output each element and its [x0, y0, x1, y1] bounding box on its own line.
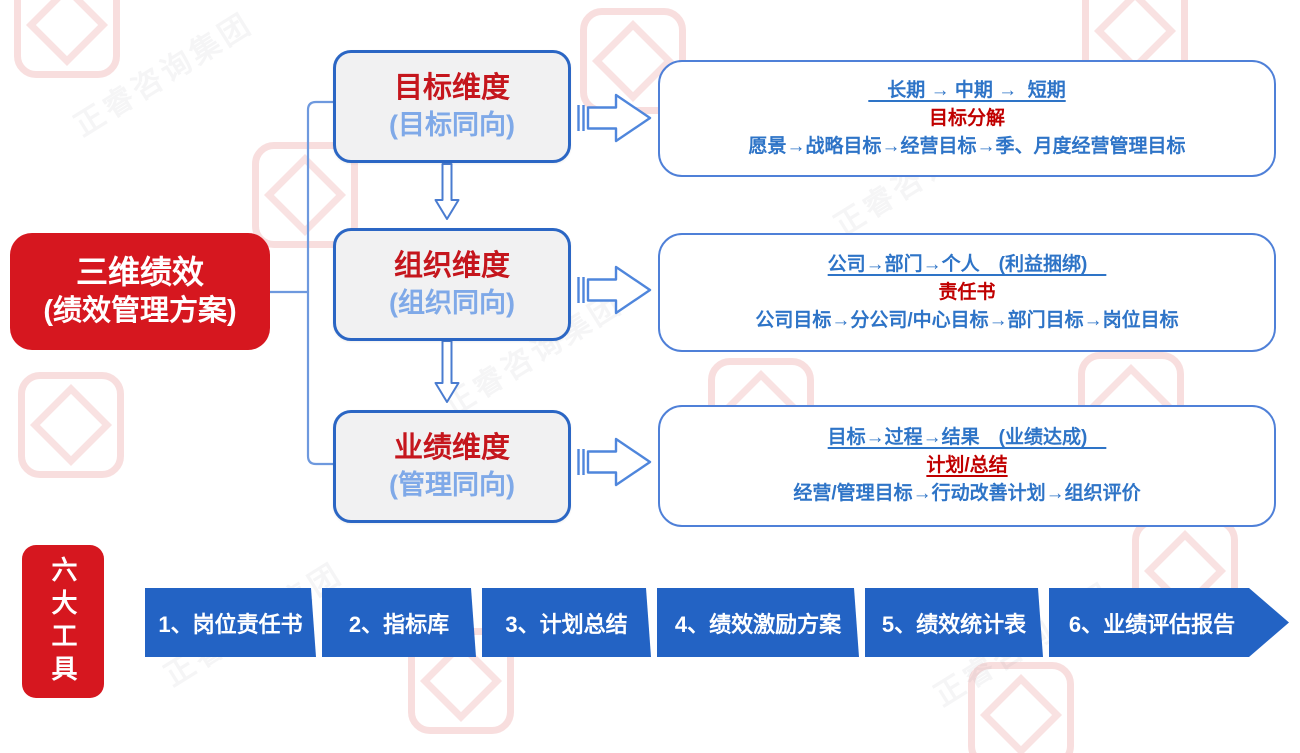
detail-line-3: 愿景→战略目标→经营目标→季、月度经营管理目标: [748, 135, 1186, 157]
watermark-brand-text: 正睿咨询集团: [68, 6, 260, 144]
tool-item-6: 6、业绩评估报告: [1049, 588, 1289, 657]
dimension-title: 组织维度: [393, 250, 510, 283]
tool-item-1: 1、岗位责任书: [145, 588, 316, 657]
six-tools-header-label: 六大工具: [48, 555, 78, 688]
tools-bar: 1、岗位责任书 2、指标库 3、计划总结 4、绩效激励方案 5、绩效统计表 6、…: [145, 588, 1289, 657]
dimension-box-goal: 目标维度 (目标同向): [333, 50, 571, 163]
tool-item-2: 2、指标库: [322, 588, 476, 657]
tool-item-5: 5、绩效统计表: [865, 588, 1043, 657]
dimension-box-organization: 组织维度 (组织同向): [333, 228, 571, 341]
arrow-right-icon: [577, 93, 652, 487]
detail-line-1: 长期 → 中期 → 短期: [868, 79, 1066, 101]
detail-line-2: 责任书: [938, 281, 996, 303]
detail-line-3: 经营/管理目标→行动改善计划→组织评价: [793, 483, 1141, 504]
detail-line-2: 计划/总结: [926, 455, 1008, 476]
main-title-box: 三维绩效 (绩效管理方案): [10, 233, 270, 350]
detail-box-organization: 公司→部门→个人 (利益捆绑) 责任书 公司目标→分公司/中心目标→部门目标→岗…: [658, 233, 1276, 352]
dimension-box-performance: 业绩维度 (管理同向): [333, 410, 571, 523]
dimension-title: 目标维度: [393, 72, 510, 105]
detail-line-1: 目标→过程→结果 (业绩达成): [827, 427, 1107, 448]
detail-box-goal: 长期 → 中期 → 短期 目标分解 愿景→战略目标→经营目标→季、月度经营管理目…: [658, 60, 1276, 177]
dimension-title: 业绩维度: [393, 432, 510, 465]
detail-line-2: 目标分解: [928, 107, 1005, 129]
tool-item-4: 4、绩效激励方案: [657, 588, 859, 657]
main-subtitle: (绩效管理方案): [43, 295, 237, 328]
tool-item-3: 3、计划总结: [482, 588, 651, 657]
watermark-logo-icon: [968, 662, 1074, 753]
dimension-subtitle: (管理同向): [389, 469, 515, 500]
detail-box-performance: 目标→过程→结果 (业绩达成) 计划/总结 经营/管理目标→行动改善计划→组织评…: [658, 405, 1276, 527]
dimension-subtitle: (组织同向): [389, 287, 515, 318]
detail-line-3: 公司目标→分公司/中心目标→部门目标→岗位目标: [755, 309, 1179, 331]
detail-line-1: 公司→部门→个人 (利益捆绑): [827, 253, 1107, 275]
six-tools-header-box: 六大工具: [22, 545, 104, 698]
watermark-logo-icon: [18, 372, 124, 478]
connector-bracket: [268, 100, 335, 466]
watermark-logo-icon: [14, 0, 120, 78]
dimension-subtitle: (目标同向): [389, 109, 515, 140]
main-title: 三维绩效: [75, 254, 204, 291]
